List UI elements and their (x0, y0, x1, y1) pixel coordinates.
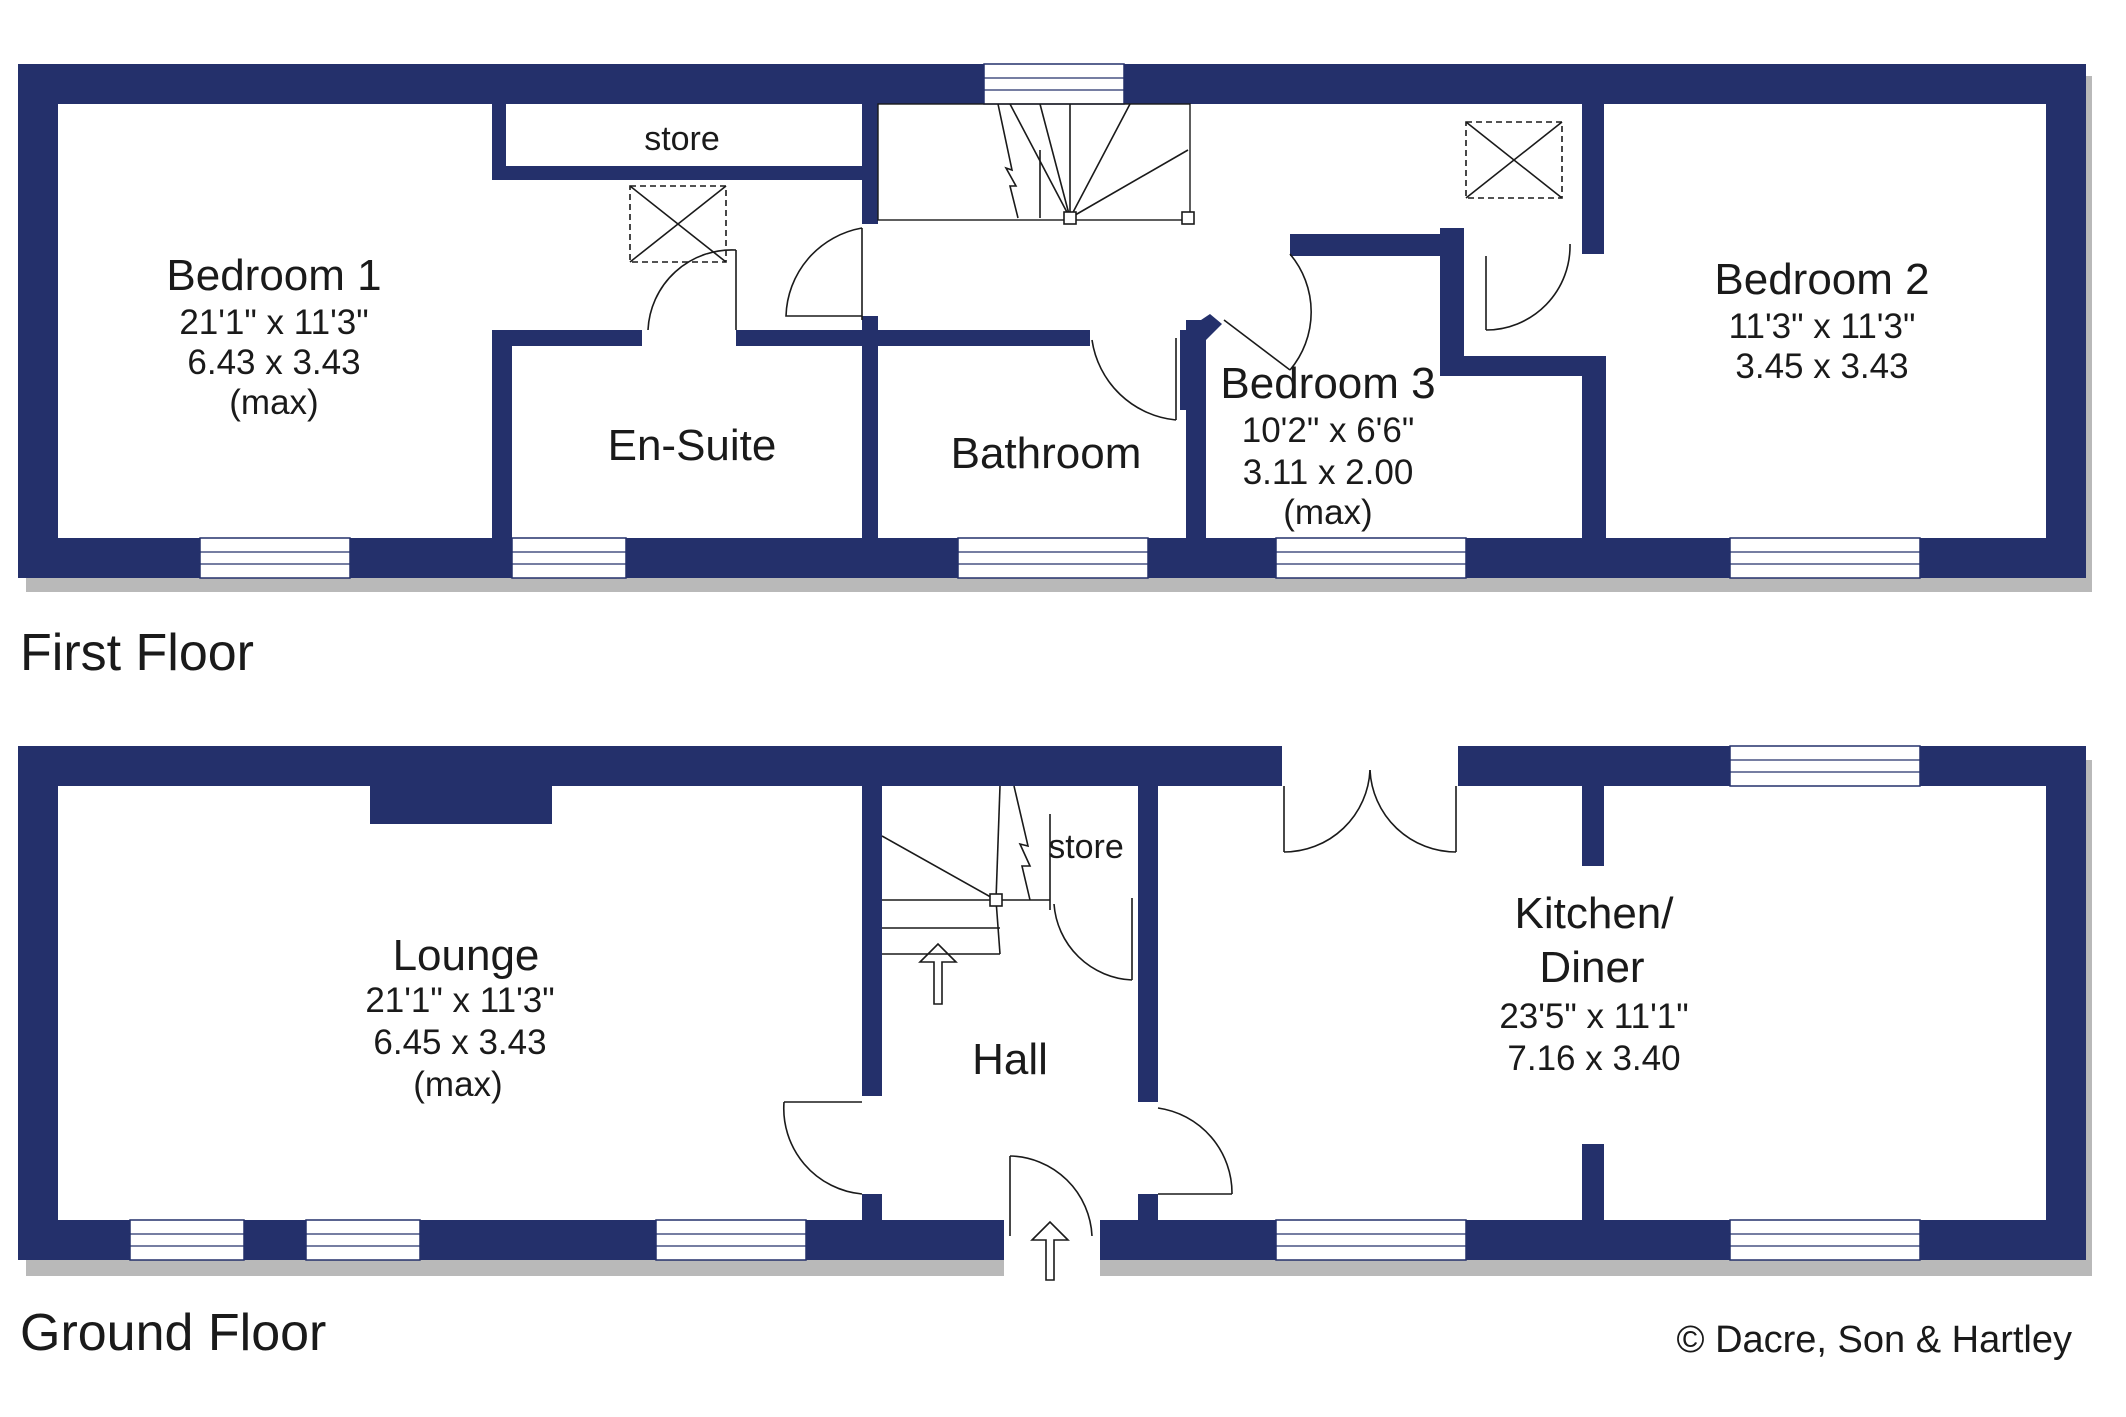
staircase-icon (877, 103, 1195, 225)
window-icon (129, 1219, 245, 1261)
ground-floor-plan: Lounge 21'1" x 11'3" 6.45 x 3.43 (max) s… (18, 740, 2092, 1281)
bedroom1-metric: 6.43 x 3.43 (187, 343, 360, 382)
window-icon (1729, 745, 1921, 787)
ground-floor-label: Ground Floor (20, 1304, 326, 1362)
door-swing-icon (647, 249, 737, 331)
lounge-note: (max) (413, 1065, 502, 1104)
bedroom2-name: Bedroom 2 (1714, 255, 1929, 304)
door-swing-icon (1049, 898, 1133, 981)
bedroom3-metric: 3.11 x 2.00 (1243, 453, 1414, 492)
door-swing-icon (782, 1101, 863, 1195)
bedroom3-imperial: 10'2" x 6'6" (1242, 411, 1415, 450)
lounge-imperial: 21'1" x 11'3" (365, 981, 554, 1020)
loft-hatch-icon (1465, 121, 1563, 199)
kitchen-metric: 7.16 x 3.40 (1507, 1039, 1680, 1078)
window-icon (305, 1219, 421, 1261)
window-icon (1729, 1219, 1921, 1261)
window-icon (511, 537, 627, 579)
staircase-icon (881, 785, 1051, 1005)
kitchen-imperial: 23'5" x 11'1" (1499, 997, 1688, 1036)
bedroom3-name: Bedroom 3 (1220, 359, 1435, 408)
door-swing-icon (1485, 243, 1571, 331)
door-swing-icon (1009, 1155, 1093, 1237)
window-icon (199, 537, 351, 579)
bedroom2-imperial: 11'3" x 11'3" (1729, 307, 1916, 346)
bathroom-name: Bathroom (951, 429, 1142, 478)
window-icon (957, 537, 1149, 579)
window-icon (1729, 537, 1921, 579)
entrance-arrow-icon (1030, 1220, 1070, 1281)
bedroom1-name: Bedroom 1 (166, 251, 381, 300)
store-ground-name: store (1048, 828, 1124, 866)
first-floor-plan: Bedroom 1 21'1" x 11'3" 6.43 x 3.43 (max… (18, 63, 2092, 592)
door-swing-icon (1223, 253, 1312, 371)
ensuite-name: En-Suite (608, 421, 777, 470)
bedroom1-imperial: 21'1" x 11'3" (179, 303, 368, 342)
door-swing-icon (785, 227, 863, 320)
window-icon (983, 63, 1125, 105)
door-swing-icon (1157, 1107, 1233, 1195)
first-floor-label: First Floor (20, 624, 254, 682)
copyright-notice: © Dacre, Son & Hartley (1677, 1319, 2072, 1361)
door-swing-icon (1283, 769, 1457, 853)
kitchen-name-line2: Diner (1539, 943, 1644, 992)
bedroom3-note: (max) (1283, 493, 1372, 532)
window-icon (655, 1219, 807, 1261)
door-swing-icon (1091, 338, 1177, 421)
lounge-metric: 6.45 x 3.43 (373, 1023, 546, 1062)
store-first-name: store (644, 120, 720, 158)
window-icon (1275, 1219, 1467, 1261)
hall-name: Hall (972, 1035, 1048, 1084)
loft-hatch-icon (629, 185, 727, 263)
bedroom1-note: (max) (229, 383, 318, 422)
window-icon (1275, 537, 1467, 579)
lounge-name: Lounge (393, 931, 540, 980)
bedroom2-metric: 3.45 x 3.43 (1735, 347, 1908, 386)
kitchen-name-line1: Kitchen/ (1515, 889, 1675, 938)
